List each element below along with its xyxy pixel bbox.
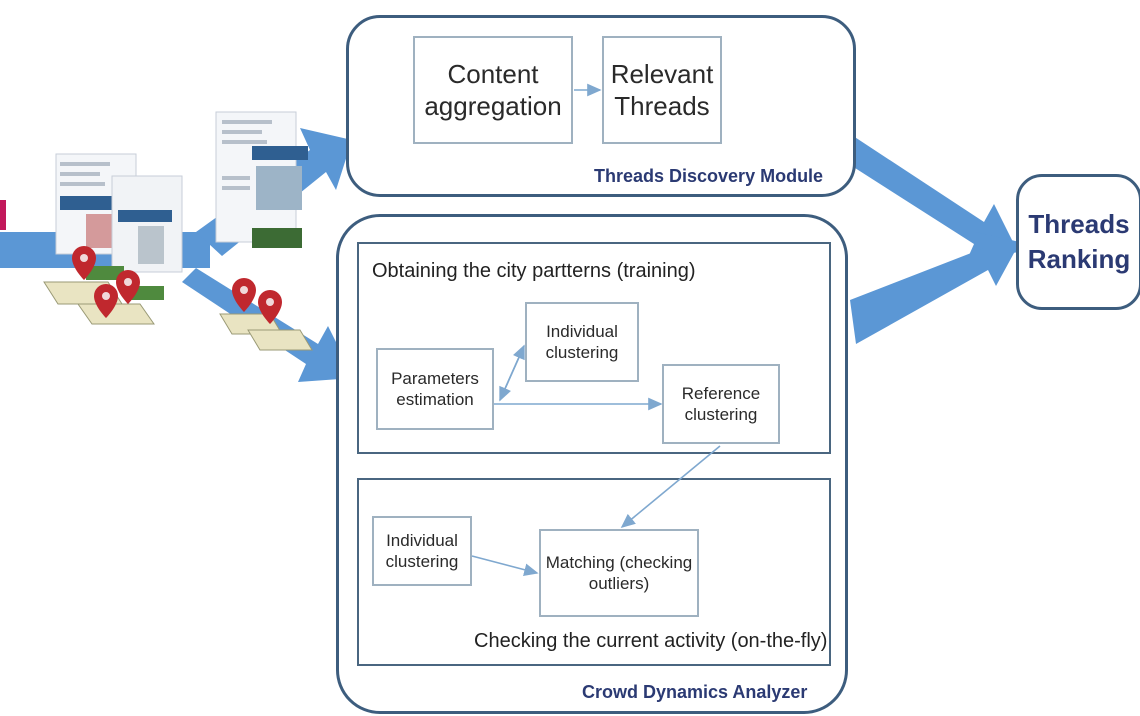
- training-individual-clustering-box: Individual clustering: [525, 302, 639, 382]
- threads-ranking-label: Threads Ranking: [1027, 208, 1131, 274]
- threads-discovery-module-caption: Threads Discovery Module: [594, 166, 824, 186]
- activity-panel-title: Checking the current activity (on-the-fl…: [474, 630, 828, 652]
- content-aggregation-box: Content aggregation: [413, 36, 573, 144]
- reference-clustering-label: Reference clustering: [681, 383, 761, 424]
- activity-individual-clustering-box: Individual clustering: [372, 516, 472, 586]
- location-pin-icon: [72, 246, 282, 324]
- reference-clustering-box: Reference clustering: [662, 364, 780, 444]
- matching-box: Matching (checking outliers): [539, 529, 699, 617]
- content-aggregation-label: Content aggregation: [424, 58, 562, 122]
- threads-ranking-box: Threads Ranking: [1016, 174, 1140, 310]
- parameters-estimation-label: Parameters estimation: [391, 368, 479, 409]
- training-individual-clustering-label: Individual clustering: [545, 321, 619, 362]
- activity-individual-clustering-label: Individual clustering: [385, 530, 459, 571]
- training-panel-title: Obtaining the city partterns (training): [372, 260, 696, 282]
- relevant-threads-box: Relevant Threads: [602, 36, 722, 144]
- flow-crowd-to-ranking-arrow: [850, 232, 1020, 344]
- flow-discovery-to-ranking-arrow: [830, 126, 1018, 262]
- matching-label: Matching (checking outliers): [545, 552, 693, 593]
- crowd-dynamics-analyzer-caption: Crowd Dynamics Analyzer: [582, 682, 808, 702]
- parameters-estimation-box: Parameters estimation: [376, 348, 494, 430]
- edge-marker: [0, 200, 6, 230]
- relevant-threads-label: Relevant Threads: [610, 58, 714, 122]
